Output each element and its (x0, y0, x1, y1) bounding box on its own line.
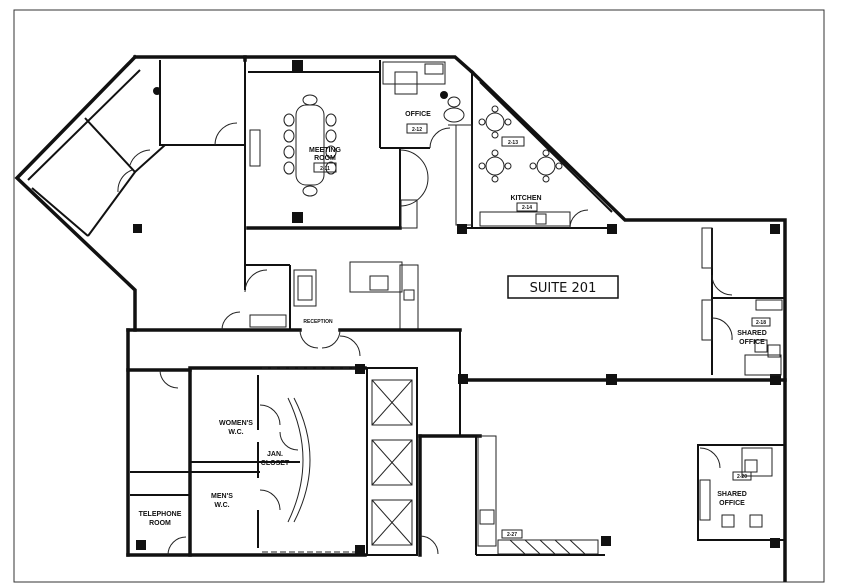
shared-office-2-20-label-line1: SHARED (717, 491, 747, 498)
building-core: WOMEN'S W.C. JAN. CLOSET MEN'S W.C. TELE… (126, 328, 482, 557)
shared-office-2-18-label-line2: OFFICE (739, 339, 765, 346)
suite-label-box (507, 275, 619, 299)
room-2-27: 2-27 (459, 380, 611, 556)
upper-left-rooms (31, 60, 246, 330)
meeting-room: MEETING ROOM 2-11 (246, 60, 429, 230)
suite-201-area: SUITE 201 (458, 224, 787, 385)
office-2-12: OFFICE 2-12 (380, 61, 472, 149)
mens-wc-label-line1: MEN'S (211, 493, 233, 500)
shared-office-2-18-number: 2-18 (756, 320, 766, 326)
room-2-27-number: 2-27 (507, 532, 517, 538)
office-label: OFFICE (405, 111, 431, 118)
jan-closet-label-line2: CLOSET (261, 460, 290, 467)
womens-wc-label-line1: WOMEN'S (219, 420, 253, 427)
kitchen-label: KITCHEN (510, 195, 541, 202)
telephone-room-label-line2: ROOM (149, 520, 171, 527)
reception: RECEPTION (126, 261, 462, 357)
telephone-room-label-line1: TELEPHONE (139, 511, 182, 518)
exterior-walls (14, 54, 787, 582)
room-2-13-number: 2-13 (508, 140, 518, 146)
reception-label: RECEPTION (303, 319, 333, 325)
womens-wc-label-line2: W.C. (228, 429, 243, 436)
shared-office-2-18-label-line1: SHARED (737, 330, 767, 337)
meeting-room-label-line1: MEETING (309, 147, 341, 154)
elevator-shafts (371, 379, 413, 546)
shared-office-2-20: 2-20 SHARED OFFICE (697, 444, 785, 548)
mens-wc-label-line2: W.C. (214, 502, 229, 509)
meeting-room-number: 2-11 (320, 166, 330, 172)
kitchen-number: 2-14 (522, 205, 532, 211)
drawing-border (13, 9, 825, 583)
shared-office-2-18: 2-18 SHARED OFFICE (701, 227, 785, 376)
room-2-13: 2-13 (478, 105, 563, 183)
shared-office-2-20-number: 2-20 (737, 474, 747, 480)
kitchen: KITCHEN 2-14 (455, 72, 617, 234)
shared-office-2-20-label-line2: OFFICE (719, 500, 745, 507)
meeting-room-label-line2: ROOM (314, 155, 336, 162)
suite-label: SUITE 201 (530, 281, 597, 296)
office-number: 2-12 (412, 127, 422, 133)
jan-closet-label-line1: JAN. (267, 451, 283, 458)
